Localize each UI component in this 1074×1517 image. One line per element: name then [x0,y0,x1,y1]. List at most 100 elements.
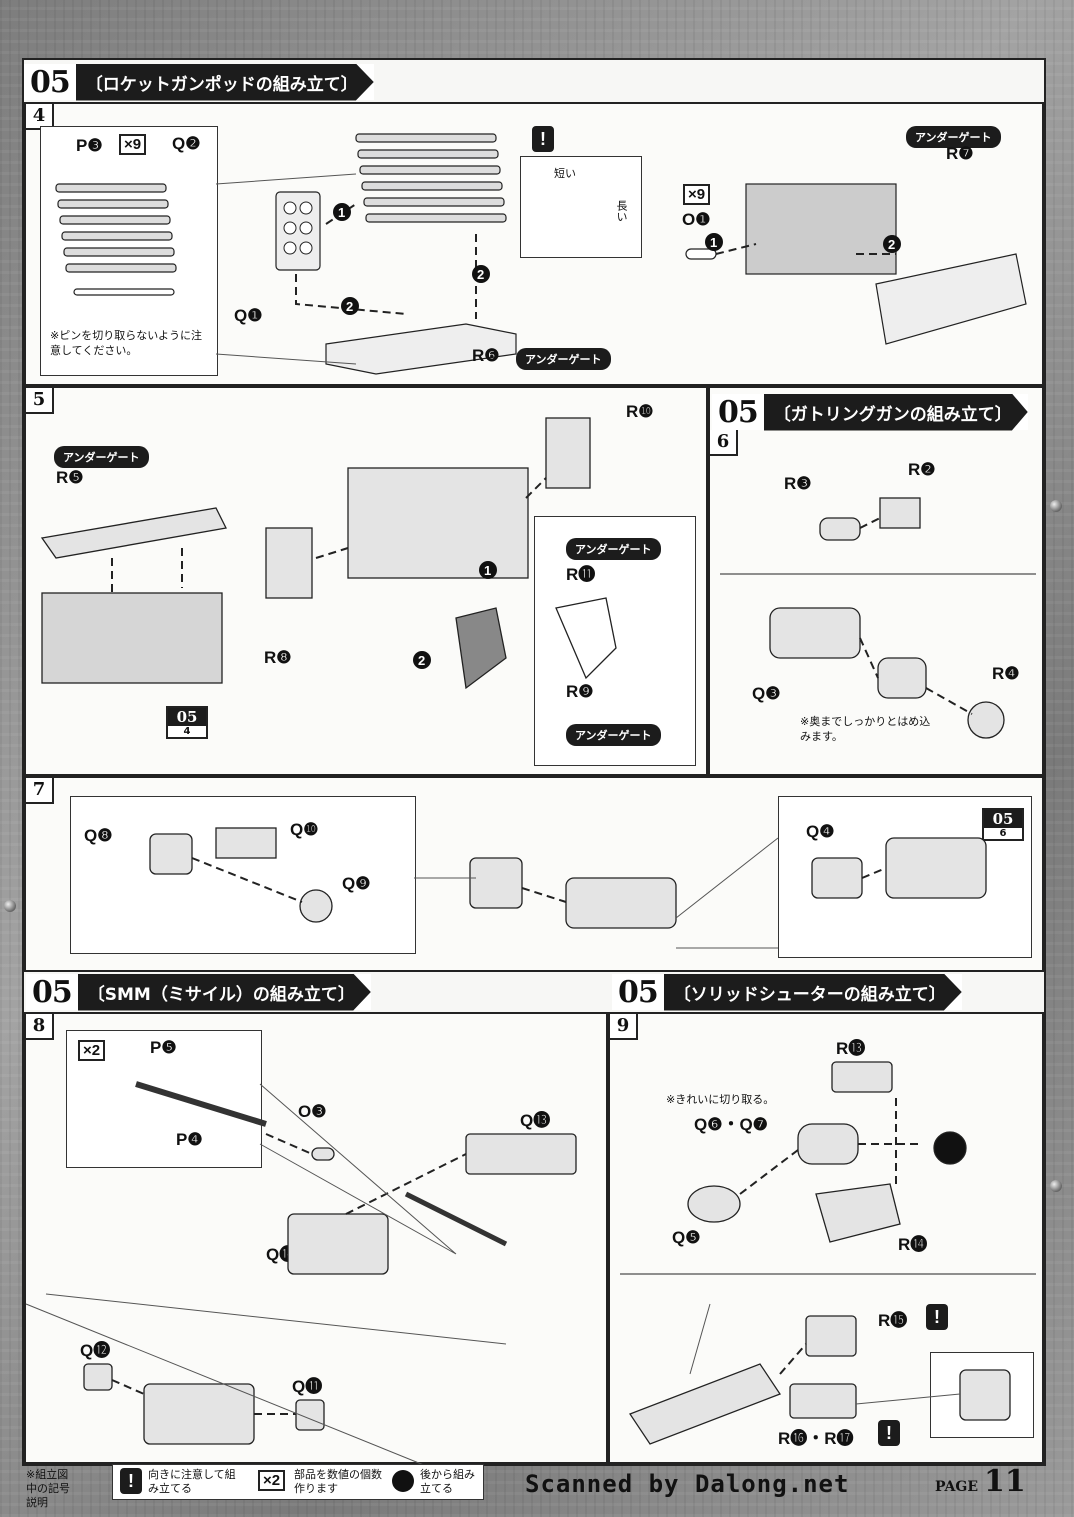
caution-icon: ! [120,1468,142,1494]
part-label: Q❹ [806,822,835,841]
part-label: R❺ [56,468,84,487]
step-number: 8 [26,1014,54,1040]
part-label: R⓯ [878,1311,908,1330]
long-label: 長い [615,200,628,222]
reference-step: 4 [183,726,191,737]
caution-icon: ! [878,1420,900,1446]
pin-note: ※ピンを切り取らないように注意してください。 [50,329,202,357]
gatling-grip-diagram [149,827,987,949]
section-number: 05 [718,394,759,430]
quantity-badge: ×9 [683,184,711,205]
part-label: Q❺ [672,1228,701,1247]
section-title: 〔SMM（ミサイル）の組み立て〕 [77,973,371,1011]
reference-badge: 05 4 [166,706,208,739]
section-header: 05 〔ロケットガンポッドの組み立て〕 [24,63,374,101]
scan-credit: Scanned by Dalong.net [525,1470,850,1498]
instruction-page: 4 P❸ ×9 Q❷ [22,58,1046,1475]
rivet-icon [1050,1180,1062,1192]
rivet-icon [1050,500,1062,512]
step-number: 7 [26,778,54,804]
section-title: 〔ソリッドシューターの組み立て〕 [663,973,962,1011]
step-7-panel: 7 Q❽ Q❿ Q❾ Q❹ 05 6 [24,776,1044,972]
fit-note: ※奥までしっかりとはめ込みます。 [800,715,931,743]
missile-diagram [25,1081,577,1475]
svg-text:2: 2 [346,299,353,314]
caution-icon: ! [532,126,554,152]
part-label: R⓫ [566,565,596,584]
part-label: O❸ [298,1102,327,1121]
section-title: 〔ガトリングガンの組み立て〕 [763,393,1028,431]
reference-number: 05 [984,810,1022,828]
page-word: PAGE [935,1479,978,1495]
step-8-panel: 8 ×2 P❺ P❹ O❸ Q⓭ Q⓮ Q⓬ Q⓫ [24,973,608,1475]
part-label: Q❻・Q❼ [694,1115,768,1134]
cut-note: ※きれいに切り取る。 [666,1093,775,1106]
section-title: 〔ロケットガンポッドの組み立て〕 [75,63,374,101]
solid-shooter-diagram [620,1061,1036,1445]
quantity-badge: ×9 [119,134,147,155]
short-label: 短い [554,167,576,180]
part-label: Q❶ [234,306,263,325]
rivet-icon [4,900,16,912]
legend-item: 部品を数値の個数作ります [294,1468,382,1495]
under-gate-badge: アンダーゲート [906,126,1001,148]
part-label: R⓭ [836,1039,866,1058]
reference-number: 05 [168,708,206,726]
svg-text:2: 2 [418,653,425,668]
section-header: 05 〔SMM（ミサイル）の組み立て〕 [26,973,371,1011]
legend-title: ※組立図中の記号説明 [26,1468,70,1509]
caution-icon: ! [926,1304,948,1330]
pod-assembly-diagram: 1 2 [40,417,617,690]
quantity-icon: ×2 [258,1470,286,1491]
part-label: O❶ [682,210,711,229]
part-label: R⓰・R⓱ [778,1429,854,1448]
legend-item: 向きに注意して組み立てる [148,1468,236,1495]
under-gate-badge: アンダーゲート [516,348,611,370]
part-label: R❾ [566,682,594,701]
part-label: Q❽ [84,826,113,845]
part-label: Q⓫ [292,1377,323,1396]
part-label: R❼ [946,144,974,163]
part-label: P❹ [176,1130,203,1149]
svg-text:1: 1 [710,235,717,250]
step-6-panel: 6 R❸ R❷ Q❸ R❹ ※奥までしっかりとはめ込みます。 05 〔ガトリング… [708,386,1044,776]
legend-footer: ※組立図中の記号説明 ! 向きに注意して組み立てる ×2 部品を数値の個数作りま… [22,1462,1042,1509]
page-number: PAGE 11 [935,1464,1026,1499]
step-number: 6 [710,430,738,456]
gatling-diagram [720,497,1036,739]
section-number: 05 [618,974,659,1010]
part-label: Q⓭ [520,1111,551,1130]
step-9-panel: 9 R⓭ ※きれいに切り取る。 Q❻・Q❼ Q❺ R⓮ R⓯ ! R⓰・R⓱ ! [608,973,1044,1464]
section-number: 05 [32,974,73,1010]
quantity-badge: ×2 [78,1040,106,1061]
step-5-panel: 5 アンダーゲート R❺ R❿ R❽ アンダーゲート R⓫ R❾ アンダーゲート… [24,386,708,776]
legend-box [112,1464,484,1500]
reference-badge: 05 6 [982,808,1024,841]
part-label: R❻ [472,346,500,365]
rocket-pod-diagram: 1 2 2 1 2 [55,133,1027,375]
under-gate-badge: アンダーゲート [54,446,149,468]
part-label: R❷ [908,460,936,479]
detail-box [70,796,416,954]
section-number: 05 [30,64,71,100]
svg-text:2: 2 [888,237,895,252]
later-assembly-icon [392,1470,414,1492]
part-label: Q❸ [752,684,781,703]
svg-text:2: 2 [477,267,484,282]
svg-text:1: 1 [338,205,345,220]
step-number: 9 [610,1014,638,1040]
part-label: Q⓬ [80,1341,111,1360]
legend-item: 後から組み立てる [420,1468,475,1495]
part-label: R❹ [992,664,1020,683]
part-label: R❽ [264,648,292,667]
step-number: 5 [26,388,54,414]
under-gate-badge: アンダーゲート [566,538,661,560]
under-gate-badge: アンダーゲート [566,724,661,746]
part-label: R❿ [626,402,654,421]
part-label: P❺ [150,1038,177,1057]
part-label: Q❾ [342,874,371,893]
part-label: R⓮ [898,1235,928,1254]
svg-text:1: 1 [484,563,491,578]
part-label: Q❷ [172,134,201,153]
page-num: 11 [984,1464,1026,1499]
